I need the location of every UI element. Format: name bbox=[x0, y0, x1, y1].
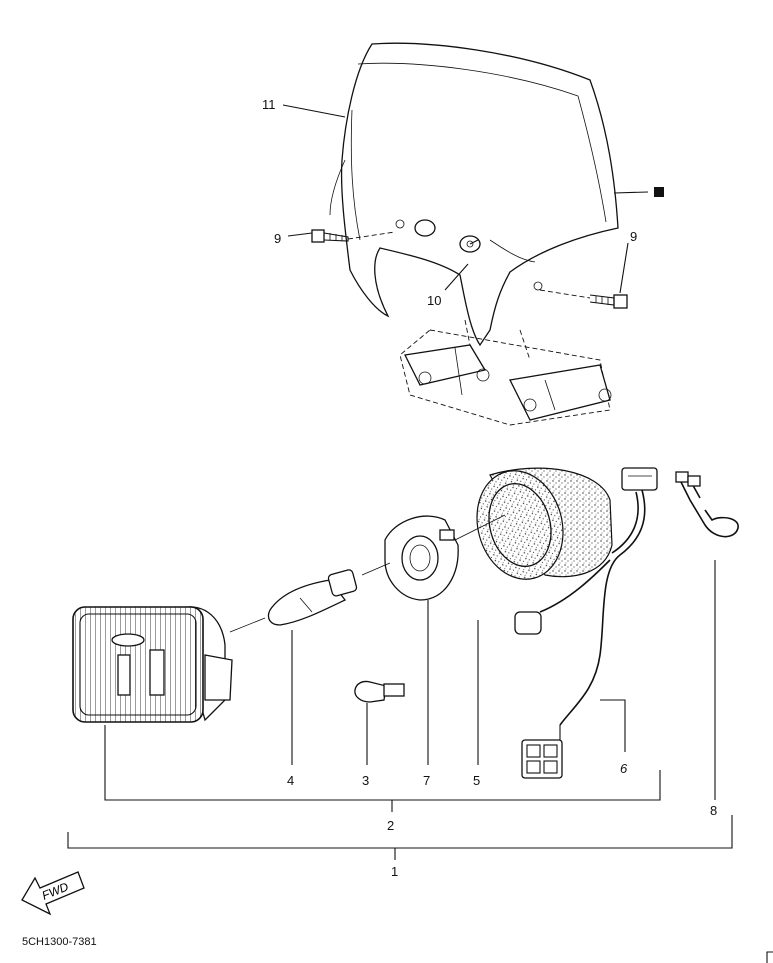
callout-9-right: 9 bbox=[630, 229, 637, 244]
callout-5: 5 bbox=[473, 773, 480, 788]
callout-10: 10 bbox=[427, 293, 441, 308]
wire-harness bbox=[514, 467, 658, 779]
callout-7: 7 bbox=[423, 773, 430, 788]
part-code: 5CH1300-7381 bbox=[22, 936, 97, 948]
headlight-cowl bbox=[329, 42, 619, 347]
callout-11: 11 bbox=[262, 97, 276, 112]
headlight-bulb bbox=[267, 569, 358, 626]
square-mark-icon bbox=[654, 187, 664, 197]
callout-8: 8 bbox=[710, 803, 717, 818]
headlight-unit bbox=[72, 606, 233, 723]
callout-6: 6 bbox=[620, 761, 628, 776]
callout-9-left: 9 bbox=[274, 231, 281, 246]
callout-4: 4 bbox=[287, 773, 294, 788]
mounting-bracket bbox=[399, 319, 612, 426]
lead-wire bbox=[675, 471, 739, 538]
forward-arrow-icon: FWD bbox=[21, 871, 85, 916]
callout-2: 2 bbox=[387, 818, 394, 833]
bolt-right bbox=[539, 289, 628, 309]
headlight-shell bbox=[476, 467, 613, 580]
small-bulb bbox=[354, 680, 405, 703]
corner-mark bbox=[766, 951, 773, 963]
leader-lines bbox=[67, 104, 733, 860]
bolt-left bbox=[311, 229, 396, 243]
bulb-socket bbox=[384, 515, 459, 601]
callout-1: 1 bbox=[391, 864, 398, 879]
callout-3: 3 bbox=[362, 773, 369, 788]
